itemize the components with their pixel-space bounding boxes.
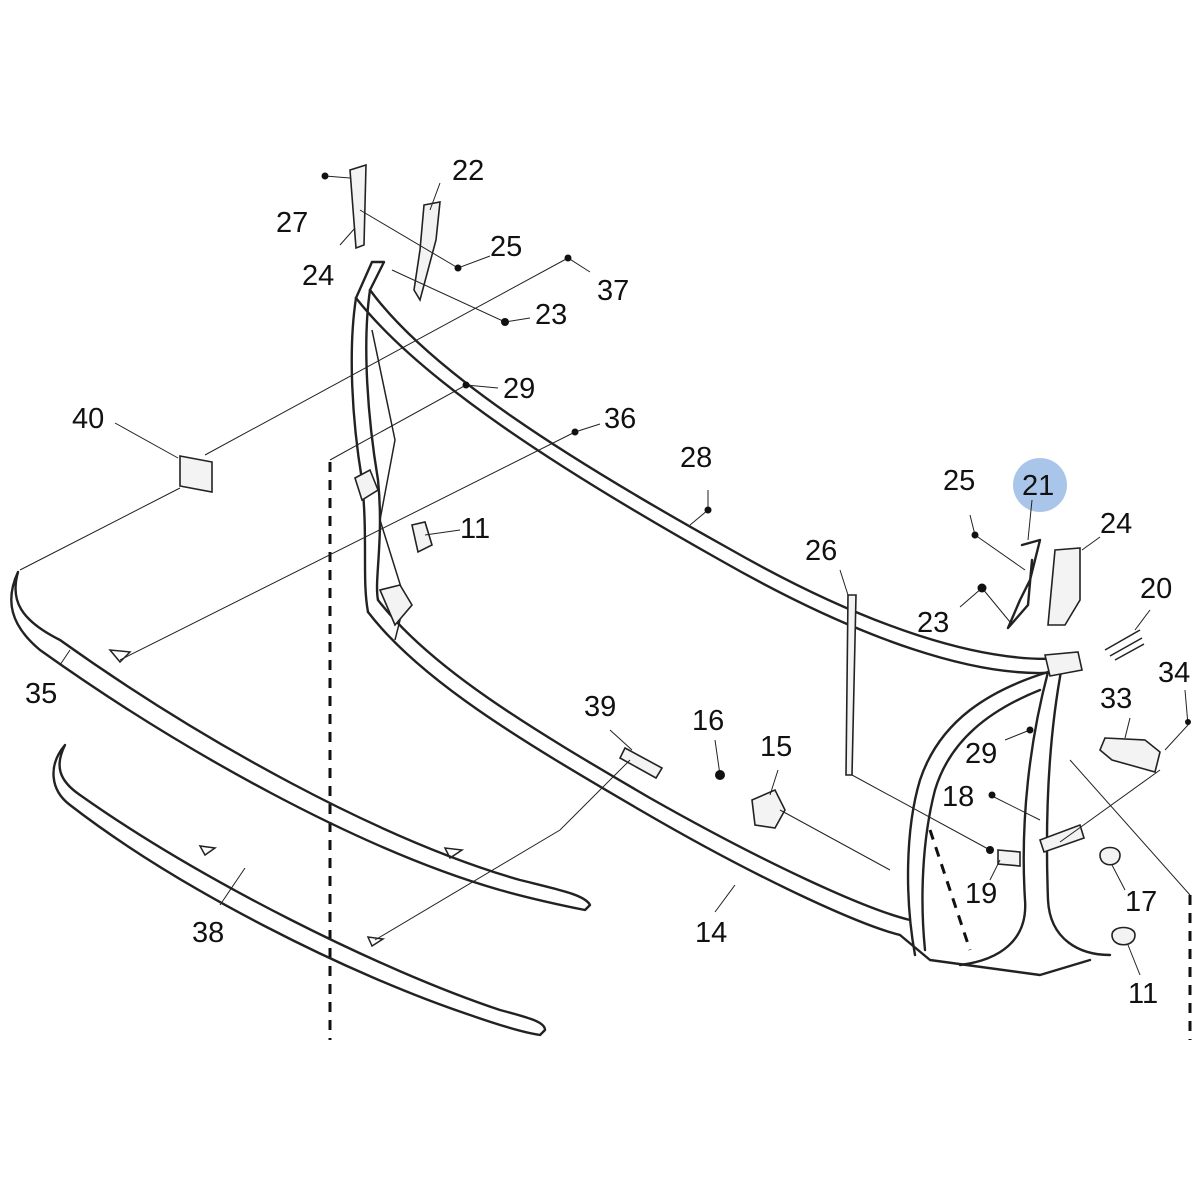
part-left-pillar — [350, 260, 413, 641]
callout-36[interactable]: 36 — [604, 403, 636, 435]
dashed-reference-corner — [928, 829, 972, 951]
callout-23-right[interactable]: 23 — [917, 607, 949, 639]
part-17-grommet — [1099, 846, 1121, 866]
callout-33[interactable]: 33 — [1100, 683, 1132, 715]
callout-40[interactable]: 40 — [72, 403, 104, 435]
callout-24-top[interactable]: 24 — [302, 260, 334, 292]
part-35-front-strip — [10, 570, 592, 912]
part-15-bracket — [751, 788, 786, 829]
callout-22[interactable]: 22 — [452, 155, 484, 187]
callout-11-lower[interactable]: 11 — [1128, 978, 1158, 1010]
part-right-pillar — [898, 651, 1112, 977]
callout-39[interactable]: 39 — [584, 691, 616, 723]
callout-21[interactable]: 21 — [1022, 470, 1054, 502]
callout-17[interactable]: 17 — [1125, 886, 1157, 918]
callout-15[interactable]: 15 — [760, 731, 792, 763]
part-11-grommet-lower — [1111, 926, 1136, 946]
fastener-dots — [321, 172, 1191, 854]
callout-28[interactable]: 28 — [680, 442, 712, 474]
part-40-clip — [179, 455, 213, 493]
callout-20[interactable]: 20 — [1140, 573, 1172, 605]
callout-35[interactable]: 35 — [25, 678, 57, 710]
part-24-bracket-top — [349, 163, 367, 250]
callout-11-upper[interactable]: 11 — [460, 513, 490, 545]
callout-27[interactable]: 27 — [276, 207, 308, 239]
callout-25-right[interactable]: 25 — [943, 465, 975, 497]
callout-21-highlight — [1013, 458, 1067, 512]
callout-16[interactable]: 16 — [692, 705, 724, 737]
callout-14[interactable]: 14 — [695, 917, 727, 949]
part-21-link-rod-selected[interactable] — [1006, 538, 1042, 630]
callout-23-top[interactable]: 23 — [535, 299, 567, 331]
callout-29-right[interactable]: 29 — [965, 738, 997, 770]
part-24-cover-right — [1047, 547, 1081, 626]
callout-19[interactable]: 19 — [965, 878, 997, 910]
part-19-bracket — [997, 849, 1021, 867]
part-38-lower-strip — [52, 743, 547, 1037]
callout-24-right[interactable]: 24 — [1100, 508, 1132, 540]
part-33-latch — [1099, 737, 1161, 773]
callout-25-top[interactable]: 25 — [490, 231, 522, 263]
part-11-nut-upper — [411, 521, 433, 554]
callout-labels: 22 27 25 24 37 23 29 40 36 28 11 25 21 2… — [25, 155, 1190, 1010]
part-26-gas-strut — [845, 594, 857, 776]
part-39-strip — [618, 746, 664, 780]
callout-26[interactable]: 26 — [805, 535, 837, 567]
part-14-lower-cross-member — [366, 598, 912, 937]
callout-34[interactable]: 34 — [1158, 657, 1190, 689]
callout-18[interactable]: 18 — [942, 781, 974, 813]
callout-37[interactable]: 37 — [597, 275, 629, 307]
part-28-upper-cross-member — [354, 288, 1068, 675]
part-20-spring — [1104, 629, 1145, 661]
part-22-hinge — [413, 201, 441, 303]
callout-29-top[interactable]: 29 — [503, 373, 535, 405]
callout-38[interactable]: 38 — [192, 917, 224, 949]
